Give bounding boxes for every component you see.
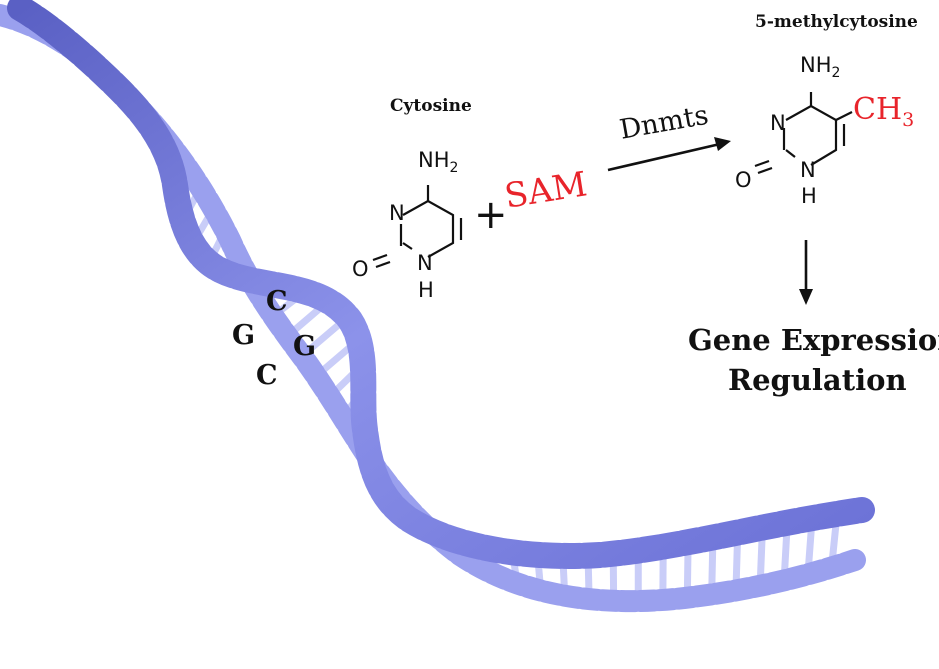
dna-backbone-strand-front [7,0,875,569]
cytosine-h: H [418,278,434,302]
reaction-arrow [607,137,731,172]
methylcytosine-n3: N [770,111,786,135]
cytosine-oxygen: O [352,257,369,281]
methylcytosine-title: 5-methylcytosine [755,12,918,32]
methylcytosine-amino-group: NH2 [800,53,841,82]
nh-text: NH [418,148,450,172]
subscript-2: 2 [831,65,841,82]
methylcytosine-oxygen: O [735,168,752,192]
cytosine-n1: N [417,251,433,275]
cytosine-title: Cytosine [390,96,472,116]
cytosine-n3: N [389,201,405,225]
cytosine-structure [372,185,463,269]
ch-text: CH [853,92,903,127]
cytosine-amino-group: NH2 [418,148,459,177]
methylcytosine-h: H [801,184,817,208]
methyl-group: CH3 [853,95,914,130]
cpg-g-right: G [293,331,317,362]
subscript-3: 3 [902,109,915,131]
down-arrow [799,240,813,305]
subscript-2: 2 [449,160,459,177]
nh-text: NH [800,53,832,77]
cpg-g-left: G [232,320,256,351]
outcome-line-2: Regulation [728,363,907,397]
cpg-c-top: C [266,286,288,317]
outcome-line-1: Gene Expression [688,323,939,357]
cpg-c-bottom: C [256,360,278,391]
methylcytosine-n1: N [800,158,816,182]
5-methylcytosine-structure [754,92,853,175]
plus-sign: + [474,192,508,238]
